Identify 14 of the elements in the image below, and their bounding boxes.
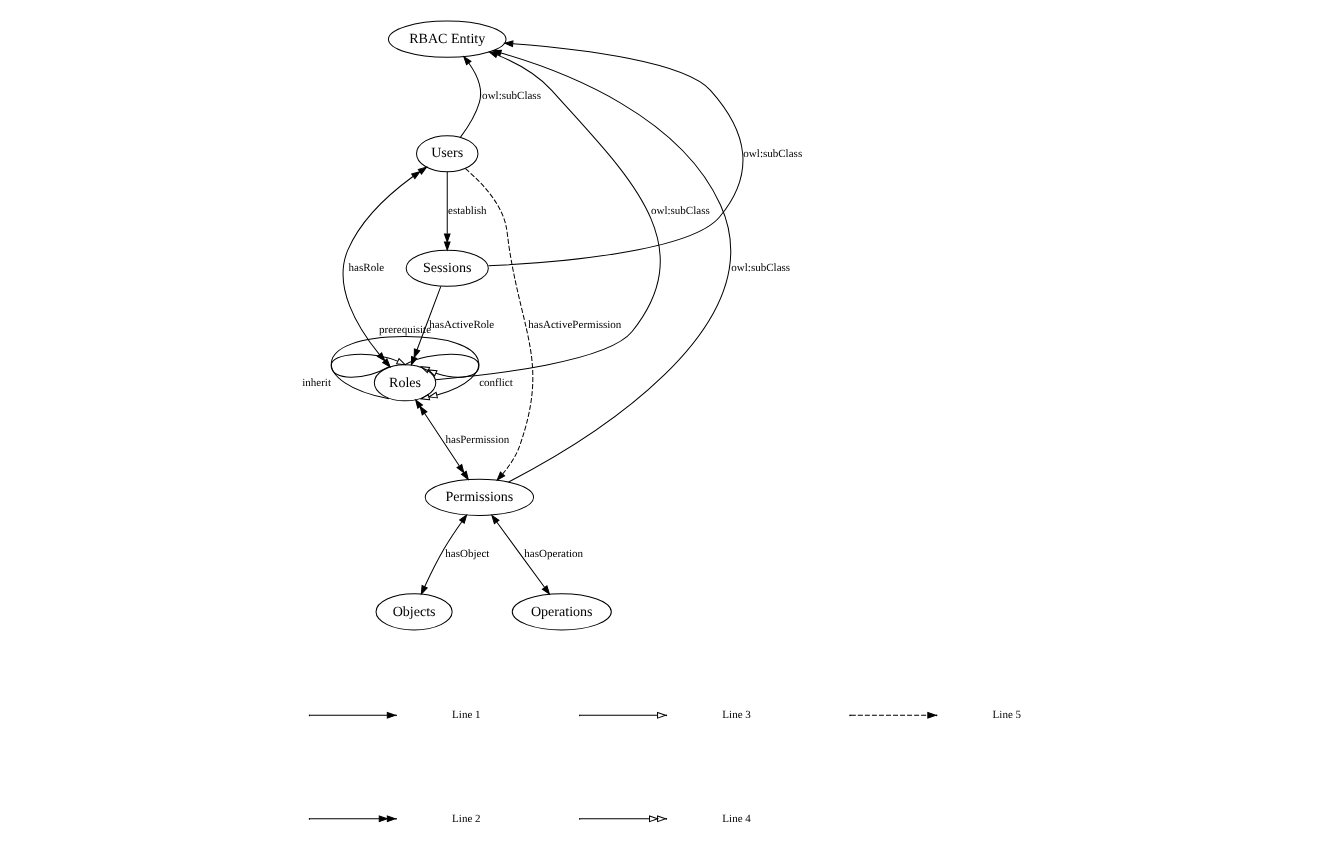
arrow (486, 40, 743, 267)
arrow (329, 353, 405, 378)
arrow (409, 285, 441, 366)
arrow (459, 56, 481, 138)
arrow (329, 336, 479, 401)
arrow (414, 399, 468, 480)
arrow (490, 514, 549, 595)
arrow (442, 171, 450, 251)
arrow (491, 49, 730, 483)
arrow (463, 168, 533, 481)
arrow (434, 51, 660, 381)
arrow (403, 353, 479, 378)
arrow (341, 166, 426, 368)
arrow (419, 514, 467, 595)
